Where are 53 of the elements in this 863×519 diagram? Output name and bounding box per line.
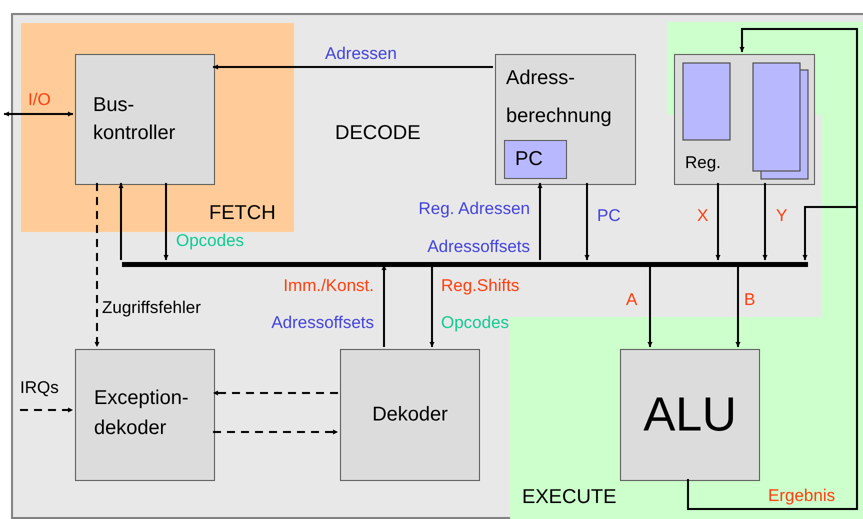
arrow: [736, 265, 740, 347]
arrow: [584, 183, 590, 260]
block-label: Bus- kontroller: [93, 93, 176, 146]
arrow: [164, 183, 168, 260]
arrow: [213, 64, 493, 70]
block-label: Reg.: [685, 153, 721, 173]
block: [620, 349, 760, 481]
block: [340, 349, 480, 481]
edge-label: PC: [597, 206, 621, 226]
arrow: [762, 183, 768, 260]
signal-label: Opcodes: [441, 313, 510, 333]
block-label: PC: [515, 148, 543, 171]
arrow: [430, 265, 434, 347]
edge-label: Reg. Adressen Adressoffsets: [417, 198, 530, 258]
dashed-arrow: [213, 390, 338, 396]
edge-label: Y: [776, 206, 788, 226]
arrow: [687, 206, 858, 510]
arrow: [118, 183, 124, 260]
block-label: Exception- dekoder: [94, 386, 190, 441]
block-label: Dekoder: [372, 404, 448, 426]
arrow: [538, 183, 542, 260]
signal-label: Reg.Shifts: [441, 276, 520, 296]
edge-label: Zugriffsfehler: [102, 298, 201, 318]
signal-label: Adressoffsets: [270, 313, 374, 333]
stage-label: FETCH: [209, 202, 276, 225]
dashed-arrow: [94, 183, 100, 347]
stage-area: [21, 23, 294, 232]
block-label: Adress- berechnung: [506, 66, 613, 129]
edge-label: X: [697, 206, 708, 226]
stage-label: EXECUTE: [522, 486, 616, 509]
block-label: ALU: [643, 388, 737, 442]
edge-label: Ergebnis: [768, 486, 836, 506]
bus-bar: [122, 262, 808, 267]
arrow: [648, 265, 652, 347]
edge-label: Opcodes: [176, 231, 244, 251]
block: [495, 54, 636, 185]
arrow: [4, 112, 73, 116]
edge-label: B: [744, 290, 756, 310]
edge-label: I/O: [28, 90, 51, 110]
edge-label: A: [626, 290, 638, 310]
block: [674, 54, 815, 185]
register-block: [504, 140, 567, 179]
dashed-arrow: [213, 430, 338, 434]
block: [75, 349, 215, 481]
arrow: [716, 183, 720, 260]
edge-label: Adressen: [325, 44, 397, 64]
stage-label: DECODE: [335, 122, 421, 145]
dashed-arrow: [20, 408, 73, 412]
stage-area: [11, 13, 863, 519]
edge-label: IRQs: [20, 378, 59, 398]
arrow: [382, 265, 386, 347]
block: [75, 54, 215, 185]
signal-label: Imm./Konst.: [282, 276, 374, 296]
